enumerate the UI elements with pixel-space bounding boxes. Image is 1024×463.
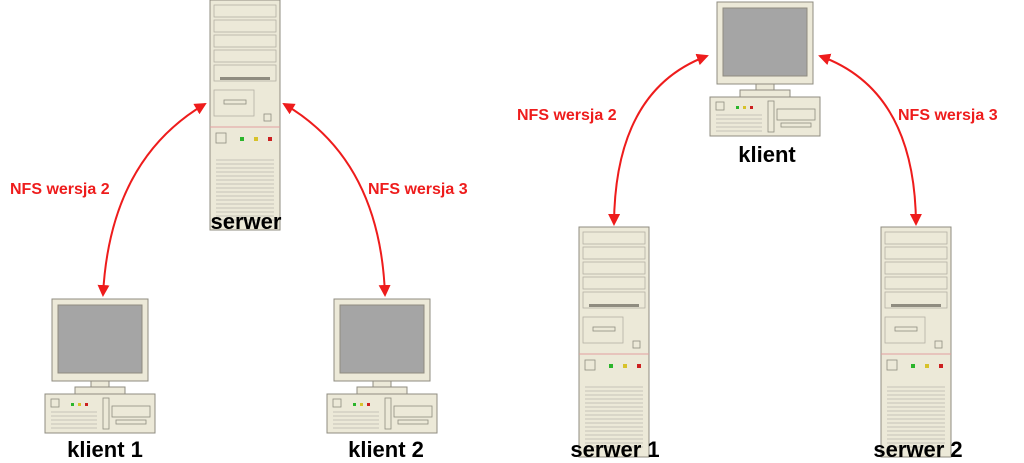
- right-diagram: klient serwer 1 serwer 2 NFS wersja 2 NF…: [517, 1, 998, 462]
- nfs-v3-arrow-right: [818, 53, 922, 226]
- client-label: klient: [738, 142, 796, 167]
- server-tower-icon: [209, 0, 281, 231]
- client-desktop-icon: [709, 1, 821, 137]
- server-label: serwer: [211, 209, 282, 234]
- nfs-v2-arrow: [97, 102, 207, 297]
- server-2-label: serwer 2: [873, 437, 962, 462]
- nfs-v3-arrow: [282, 102, 391, 297]
- nfs-v2-arrow-right: [608, 53, 709, 226]
- server-2-tower-icon: [880, 226, 952, 458]
- client-2-label: klient 2: [348, 437, 424, 462]
- nfs-v2-label: NFS wersja 2: [10, 181, 110, 198]
- server-1-tower-icon: [578, 226, 650, 458]
- client-1-desktop-icon: [44, 298, 156, 434]
- nfs-v3-label: NFS wersja 3: [368, 181, 468, 198]
- client-1-label: klient 1: [67, 437, 143, 462]
- client-2-desktop-icon: [326, 298, 438, 434]
- nfs-v2-label-right: NFS wersja 2: [517, 107, 617, 124]
- server-1-label: serwer 1: [570, 437, 659, 462]
- left-diagram: serwer klient 1 klient 2 NFS wersja 2 NF…: [10, 0, 468, 462]
- nfs-v3-label-right: NFS wersja 3: [898, 107, 998, 124]
